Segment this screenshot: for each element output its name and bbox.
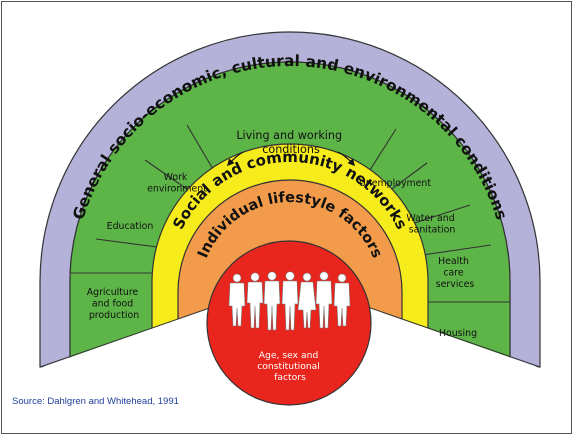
left-arrow-icon <box>227 151 244 167</box>
sector-agriculture: Agriculture and food production <box>87 287 142 321</box>
sector-water-sanitation: Water and sanitation <box>406 213 457 236</box>
source-citation: Source: Dahlgren and Whitehead, 1991 <box>12 396 179 407</box>
right-arrow-icon <box>337 151 355 167</box>
sector-education: Education <box>107 221 154 232</box>
sector-work-environment: Work environment <box>147 172 207 195</box>
core-label: Age, sex and constitutional factors <box>257 350 323 383</box>
people-silhouettes-icon <box>228 271 351 331</box>
living-working-label: Living and working conditions <box>236 129 345 156</box>
sector-unemployment: Unemployment <box>359 178 431 189</box>
sector-health-care: Health care services <box>436 256 475 290</box>
sector-housing: Housing <box>439 328 477 339</box>
